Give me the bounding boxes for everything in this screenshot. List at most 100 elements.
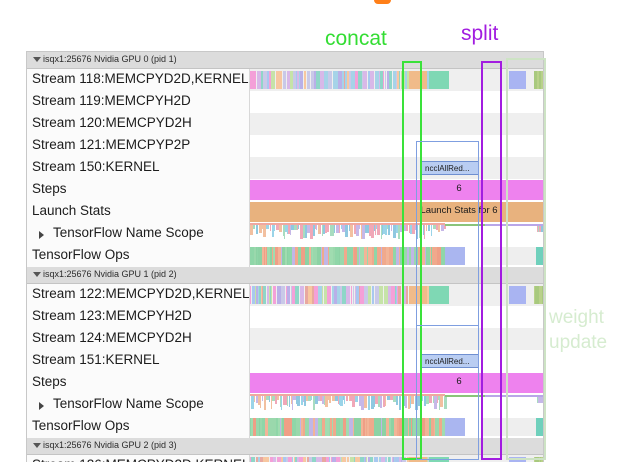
name-scope-slice[interactable] (374, 225, 375, 231)
trace-slice[interactable] (312, 286, 314, 304)
trace-slice[interactable] (397, 286, 398, 304)
trace-slice[interactable] (298, 247, 301, 265)
trace-slice[interactable] (358, 71, 362, 89)
trace-slice[interactable] (382, 247, 386, 265)
trace-slice[interactable] (411, 418, 412, 436)
trace-slice[interactable] (316, 71, 320, 89)
trace-slice[interactable] (333, 418, 336, 436)
trace-slice[interactable] (293, 71, 296, 89)
track-lane[interactable]: Launch Stats for 6 (249, 201, 543, 223)
name-scope-slice[interactable] (541, 397, 543, 403)
trace-slice[interactable] (263, 71, 267, 89)
trace-slice[interactable] (407, 71, 410, 89)
trace-slice[interactable] (327, 286, 331, 304)
trace-slice[interactable] (288, 418, 292, 436)
track-lane[interactable] (249, 328, 543, 350)
trace-slice[interactable] (269, 71, 271, 89)
trace-slice[interactable] (333, 71, 334, 89)
name-scope-slice[interactable] (387, 396, 390, 400)
trace-slice[interactable] (261, 71, 263, 89)
name-scope-slice[interactable] (335, 396, 338, 401)
trace-slice[interactable] (368, 71, 370, 89)
trace-slice[interactable] (282, 247, 285, 265)
track-lane[interactable] (249, 394, 543, 416)
nccl-allreduce-block[interactable]: ncclAllRed... (421, 161, 479, 175)
name-scope-slice[interactable] (404, 225, 406, 231)
name-scope-slice[interactable] (359, 225, 360, 229)
name-scope-slice[interactable] (272, 396, 275, 401)
trace-slice[interactable] (418, 247, 421, 265)
name-scope-slice[interactable] (320, 225, 321, 234)
trace-slice[interactable] (441, 247, 445, 265)
name-scope-slice[interactable] (324, 396, 325, 405)
name-scope-slice[interactable] (297, 396, 300, 406)
trace-slice[interactable] (374, 418, 378, 436)
trace-slice[interactable] (368, 286, 371, 304)
track-row[interactable]: Stream 120:MEMCPYD2H (27, 113, 543, 135)
name-scope-slice[interactable] (260, 396, 261, 408)
trace-slice[interactable] (288, 247, 292, 265)
name-scope-slice[interactable] (318, 396, 320, 401)
trace-slice[interactable] (260, 457, 263, 462)
trace-slice[interactable] (379, 457, 381, 462)
name-scope-slice[interactable] (412, 225, 415, 234)
name-scope-slice[interactable] (349, 396, 350, 401)
trace-slice[interactable] (332, 286, 334, 304)
track-lane[interactable] (249, 223, 543, 245)
track-lane[interactable]: ncclAllRed... (249, 350, 543, 372)
trace-slice[interactable] (374, 247, 377, 265)
name-scope-slice[interactable] (277, 396, 279, 400)
trace-slice[interactable] (304, 71, 306, 89)
name-scope-slice[interactable] (350, 396, 352, 401)
name-scope-slice[interactable] (393, 225, 396, 238)
trace-slice[interactable] (386, 247, 389, 265)
name-scope-slice[interactable] (441, 225, 444, 231)
trace-slice[interactable] (254, 247, 256, 265)
name-scope-slice[interactable] (263, 225, 266, 237)
name-scope-slice[interactable] (354, 225, 356, 234)
trace-slice[interactable] (313, 247, 317, 265)
track-lane[interactable] (249, 91, 543, 113)
trace-slice[interactable] (325, 418, 329, 436)
trace-slice[interactable] (381, 247, 382, 265)
trace-slice[interactable] (326, 457, 329, 462)
trace-slice[interactable] (351, 71, 355, 89)
name-scope-bar[interactable] (445, 395, 485, 397)
trace-slice[interactable] (309, 418, 313, 436)
track-lane[interactable] (249, 113, 543, 135)
trace-slice[interactable] (347, 71, 349, 89)
name-scope-slice[interactable] (284, 396, 287, 405)
trace-slice[interactable] (391, 286, 395, 304)
trace-slice[interactable] (333, 247, 335, 265)
trace-slice[interactable] (255, 286, 256, 304)
name-scope-slice[interactable] (361, 225, 362, 239)
trace-slice[interactable] (393, 71, 396, 89)
trace-slice[interactable] (366, 457, 367, 462)
trace-slice[interactable] (346, 286, 350, 304)
trace-slice[interactable] (358, 457, 360, 462)
trace-slice[interactable] (318, 418, 321, 436)
trace-slice[interactable] (539, 71, 541, 89)
name-scope-slice[interactable] (322, 396, 324, 404)
trace-slice[interactable] (426, 247, 429, 265)
trace-slice[interactable] (436, 247, 437, 265)
trace-slice[interactable] (260, 418, 262, 436)
trace-slice[interactable] (340, 247, 344, 265)
trace-slice[interactable] (296, 418, 300, 436)
trace-slice[interactable] (322, 286, 323, 304)
trace-slice[interactable] (399, 247, 400, 265)
trace-slice[interactable] (406, 286, 408, 304)
trace-slice[interactable] (358, 418, 361, 436)
trace-slice[interactable] (265, 247, 266, 265)
name-scope-slice[interactable] (254, 396, 255, 402)
name-scope-slice[interactable] (433, 225, 436, 229)
trace-slice[interactable] (400, 247, 402, 265)
trace-slice[interactable] (370, 457, 373, 462)
name-scope-slice[interactable] (344, 396, 345, 404)
trace-slice[interactable] (392, 457, 393, 462)
trace-slice[interactable] (250, 286, 251, 304)
trace-slice[interactable] (264, 247, 265, 265)
caret-down-icon[interactable] (33, 443, 41, 448)
trace-slice[interactable] (315, 418, 318, 436)
